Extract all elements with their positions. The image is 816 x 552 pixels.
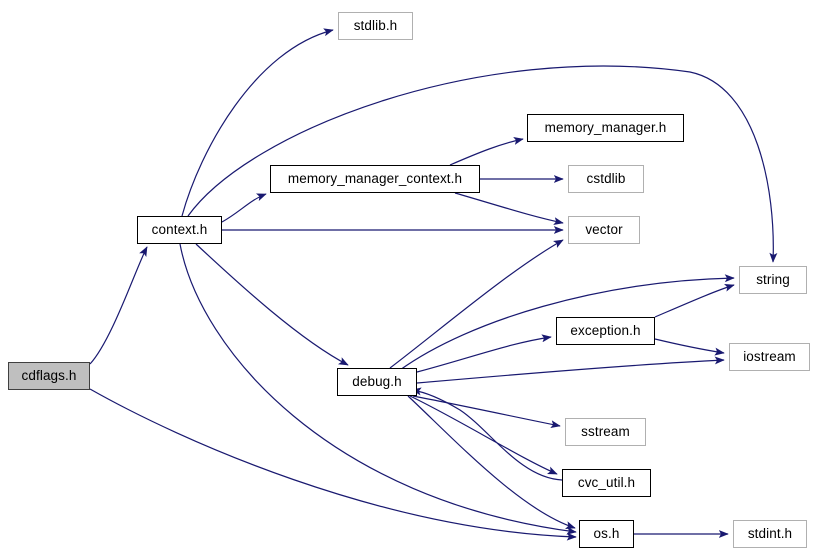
edge-mmctx-vector <box>454 192 564 226</box>
edge-context-stdlib <box>181 28 334 217</box>
node-label: os.h <box>593 526 620 542</box>
node-exception-h[interactable]: exception.h <box>556 317 655 345</box>
node-stdlib-h[interactable]: stdlib.h <box>338 12 413 40</box>
edge-cdflags-os <box>89 388 577 541</box>
node-cdflags-h[interactable]: cdflags.h <box>8 362 90 390</box>
node-label: vector <box>585 222 623 238</box>
node-debug-h[interactable]: debug.h <box>337 368 417 396</box>
edge-debug-iostream <box>416 356 725 384</box>
node-context-h[interactable]: context.h <box>137 216 222 244</box>
node-label: cdflags.h <box>21 368 77 384</box>
edge-debug-exception <box>416 334 552 373</box>
node-label: cstdlib <box>586 171 626 187</box>
node-label: context.h <box>151 222 208 238</box>
node-memory-manager-context-h[interactable]: memory_manager_context.h <box>270 165 480 193</box>
node-label: stdint.h <box>747 526 793 542</box>
node-os-h[interactable]: os.h <box>579 520 634 548</box>
edge-debug-cvcutil <box>409 395 558 475</box>
node-label: string <box>756 272 790 288</box>
node-label: memory_manager_context.h <box>287 171 463 187</box>
node-label: iostream <box>743 349 796 365</box>
edge-exception-string <box>654 283 735 318</box>
node-cstdlib[interactable]: cstdlib <box>568 165 644 193</box>
node-label: debug.h <box>352 374 402 390</box>
edge-context-os <box>179 243 577 535</box>
node-label: stdlib.h <box>353 18 398 34</box>
node-cvc-util-h[interactable]: cvc_util.h <box>562 469 651 497</box>
node-stdint-h[interactable]: stdint.h <box>733 520 807 548</box>
edge-debug-sstream <box>412 395 561 429</box>
node-label: cvc_util.h <box>577 475 636 491</box>
node-vector[interactable]: vector <box>568 216 640 244</box>
node-label: exception.h <box>570 323 641 339</box>
edge-mmctx-memorymanager <box>449 137 524 166</box>
node-sstream[interactable]: sstream <box>565 418 646 446</box>
edge-cvcutil-debug <box>411 387 563 481</box>
edge-debug-string <box>399 274 735 371</box>
edge-context-debug <box>195 243 349 366</box>
edge-debug-vector <box>389 239 564 369</box>
node-string[interactable]: string <box>739 266 807 294</box>
edge-context-mmctx <box>221 193 267 223</box>
edge-cdflags-context <box>89 246 148 365</box>
node-memory-manager-h[interactable]: memory_manager.h <box>527 114 684 142</box>
node-label: memory_manager.h <box>544 120 667 136</box>
edge-exception-iostream <box>654 338 725 356</box>
node-label: sstream <box>581 424 630 440</box>
edge-context-string <box>187 65 778 263</box>
edge-debug-os <box>407 395 576 529</box>
node-iostream[interactable]: iostream <box>729 343 810 371</box>
